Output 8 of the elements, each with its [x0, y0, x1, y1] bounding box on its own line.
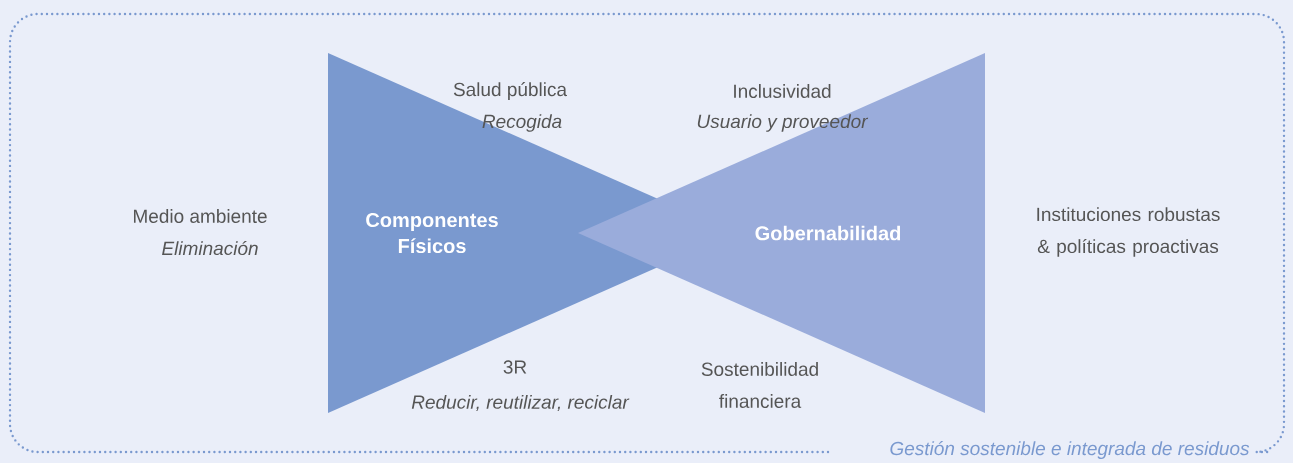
label: Eliminación	[162, 240, 258, 256]
label: Recogida	[482, 114, 562, 132]
label: Salud pública	[453, 82, 567, 100]
label: Instituciones robustas & políticas proactivas	[1037, 207, 1220, 257]
label: Medio ambiente	[134, 209, 267, 223]
label: Inclusividad	[734, 84, 831, 98]
caption: Gestión sostenible e integrada de residuos	[890, 441, 1250, 459]
label: 3R	[503, 360, 527, 374]
